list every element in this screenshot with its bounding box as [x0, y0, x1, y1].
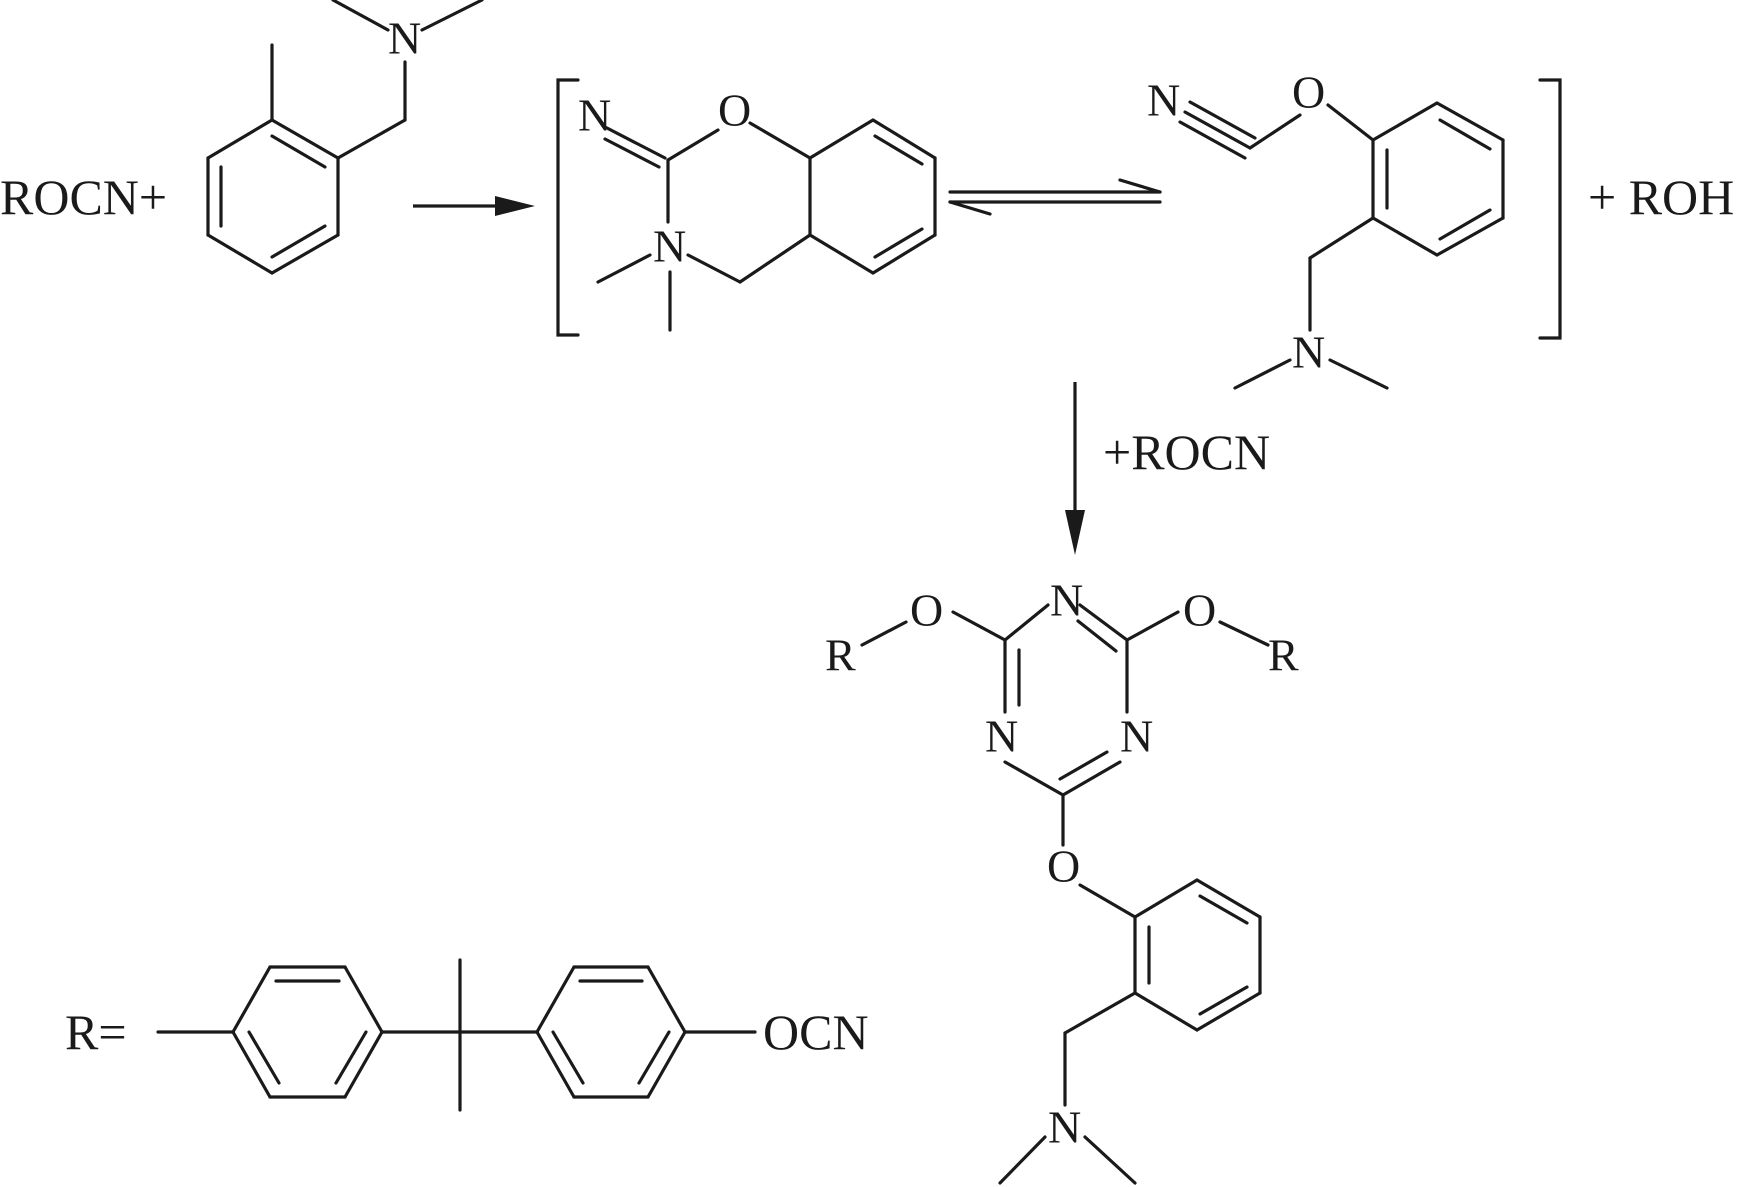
triazine-product: N N N O R O R O: [825, 575, 1299, 1185]
plus-roh-label: + ROH: [1588, 169, 1734, 225]
atom-n: N: [1147, 75, 1180, 126]
r-benzene-ring-1: [231, 965, 384, 1099]
atom-n: N: [1292, 327, 1325, 378]
reaction-arrow-1: [413, 196, 535, 216]
r-definition: R= OCN: [65, 958, 869, 1112]
product-benzene-ring: [1133, 878, 1262, 1032]
right-bracket: [1538, 78, 1562, 340]
atom-o: O: [1292, 67, 1325, 118]
cyanate-intermediate: N O N: [1147, 67, 1505, 390]
reactant-benzene-ring: [206, 118, 340, 275]
reaction-arrow-2: [1065, 382, 1085, 555]
atom-o: O: [910, 585, 943, 636]
r-benzene-ring-2: [535, 965, 687, 1099]
atom-n: N: [985, 711, 1018, 762]
r-def-label: R=: [65, 1004, 127, 1060]
ocn-label: OCN: [763, 1004, 869, 1060]
left-bracket: [556, 78, 580, 337]
atom-r: R: [825, 630, 856, 681]
atom-n: N: [578, 90, 611, 141]
atom-o: O: [1047, 841, 1080, 892]
reactant-label: ROCN+: [0, 169, 167, 225]
atom-o: O: [1183, 585, 1216, 636]
cyanate-benzene-ring: [1371, 101, 1505, 257]
equilibrium-arrows: [948, 178, 1162, 216]
benzoxazine-intermediate: N O N: [578, 85, 937, 332]
reactant-group: ROCN+ N: [0, 0, 484, 275]
atom-n: N: [1048, 1102, 1081, 1153]
atom-n: N: [653, 221, 686, 272]
atom-r: R: [1268, 630, 1299, 681]
atom-n: N: [388, 13, 421, 64]
plus-rocn-label: +ROCN: [1103, 424, 1270, 480]
atom-o: O: [718, 85, 751, 136]
benzoxazine-benzene-ring: [808, 118, 937, 275]
atom-n: N: [1120, 711, 1153, 762]
atom-n: N: [1050, 575, 1083, 626]
